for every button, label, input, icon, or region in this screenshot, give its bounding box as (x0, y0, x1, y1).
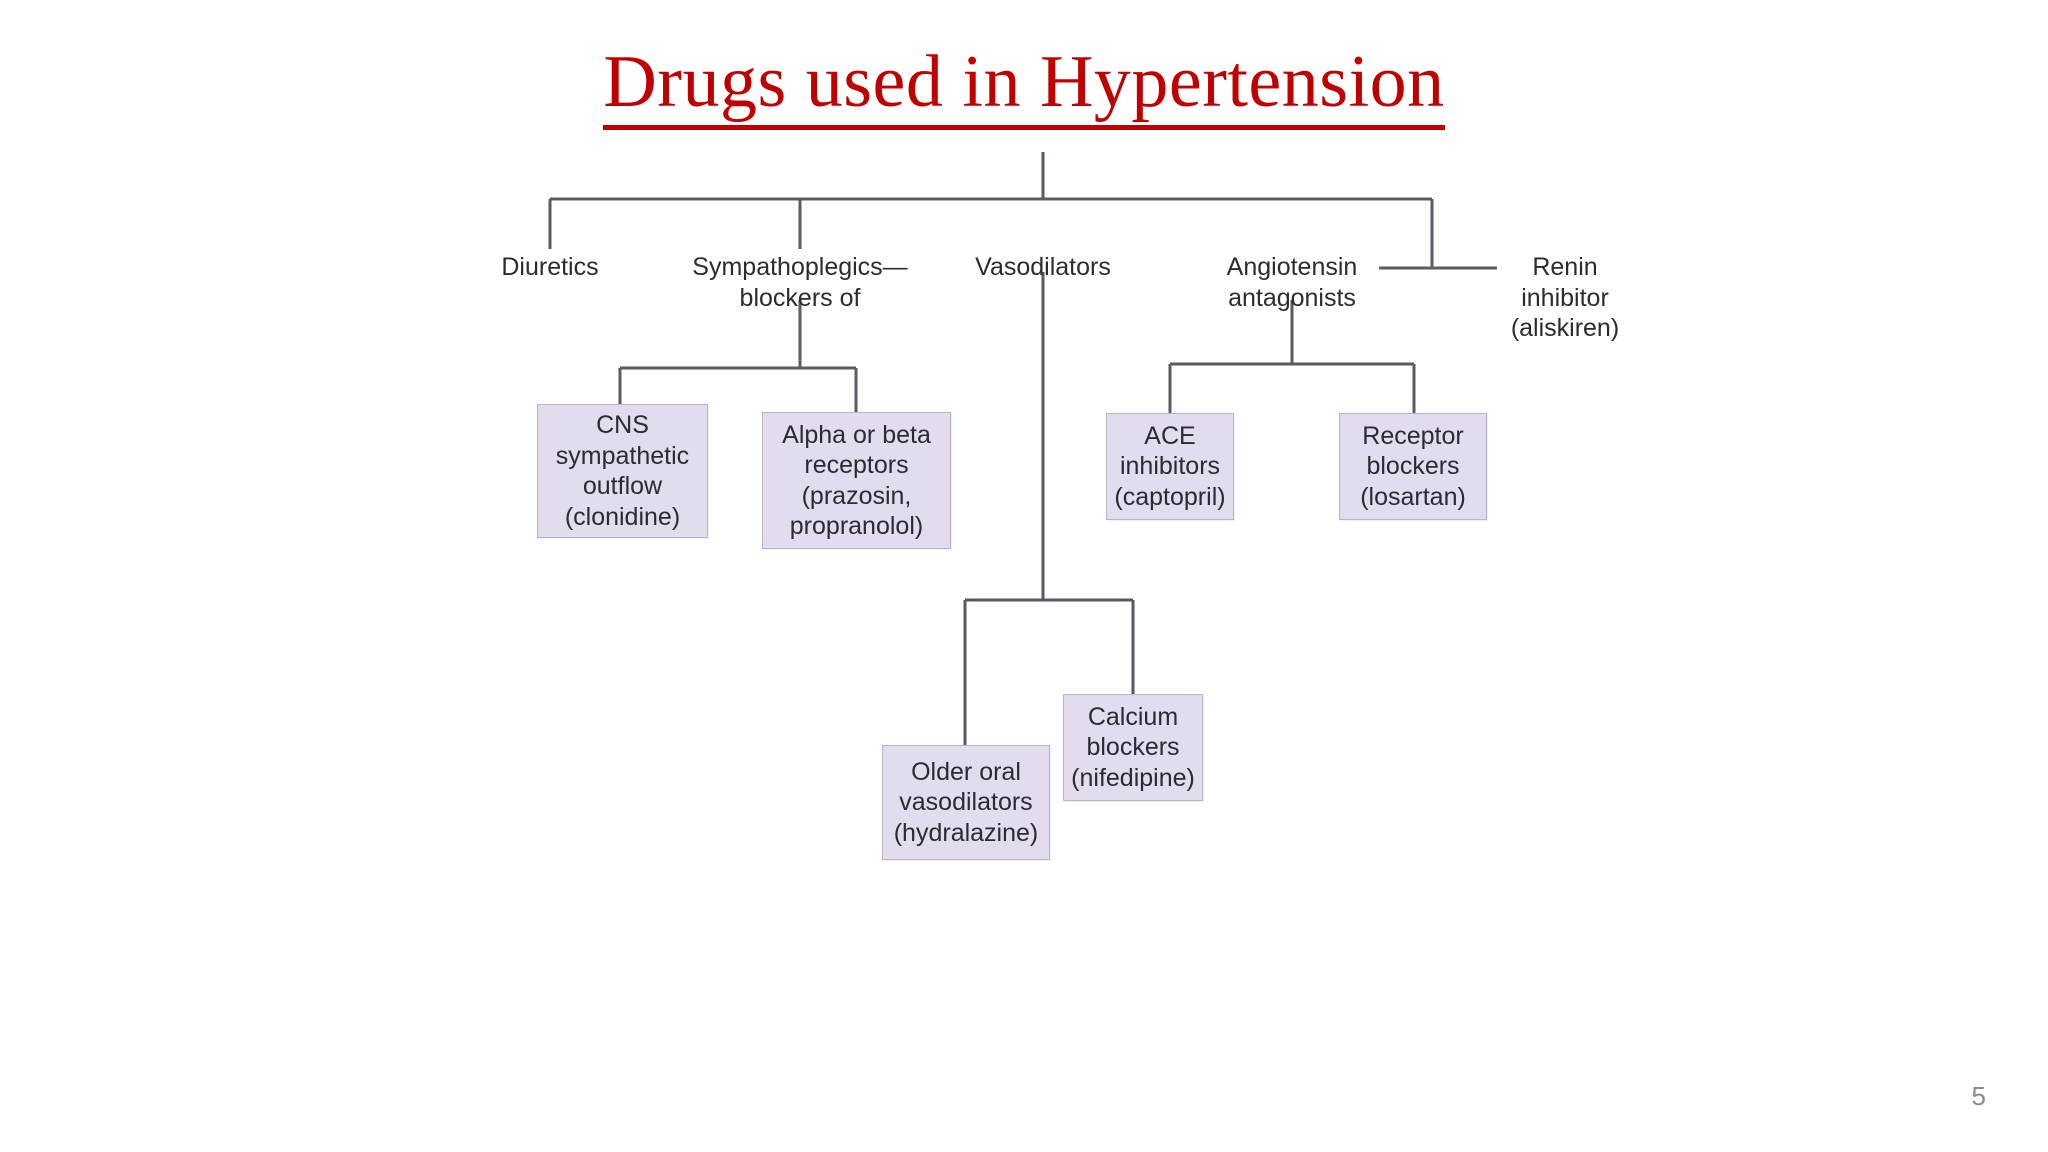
node-older-oral-vasodilators[interactable]: Older oral vasodilators (hydralazine) (882, 745, 1050, 860)
node-vasodilators[interactable]: Vasodilators (975, 253, 1111, 281)
node-angiotensin-antagonists[interactable]: Angiotensin antagonists (1226, 253, 1358, 312)
page-title-text: Drugs used in Hypertension (603, 41, 1445, 131)
node-ace-inhibitors[interactable]: ACE inhibitors (captopril) (1106, 413, 1234, 520)
node-receptor-blockers[interactable]: Receptor blockers (losartan) (1339, 413, 1487, 520)
node-diuretics[interactable]: Diuretics (501, 253, 599, 281)
node-alpha-or-beta-receptors[interactable]: Alpha or beta receptors (prazosin, propr… (762, 412, 951, 549)
node-renin-inhibitor[interactable]: Renin inhibitor (aliskiren) (1510, 253, 1620, 342)
node-sympathoplegics[interactable]: Sympathoplegics— blockers of (692, 253, 908, 312)
page-title: Drugs used in Hypertension (0, 41, 2048, 131)
node-calcium-blockers[interactable]: Calcium blockers (nifedipine) (1063, 694, 1203, 801)
page-number: 5 (1971, 1081, 1986, 1111)
node-cns-sympathetic-outflow[interactable]: CNS sympathetic outflow (clonidine) (537, 404, 708, 538)
